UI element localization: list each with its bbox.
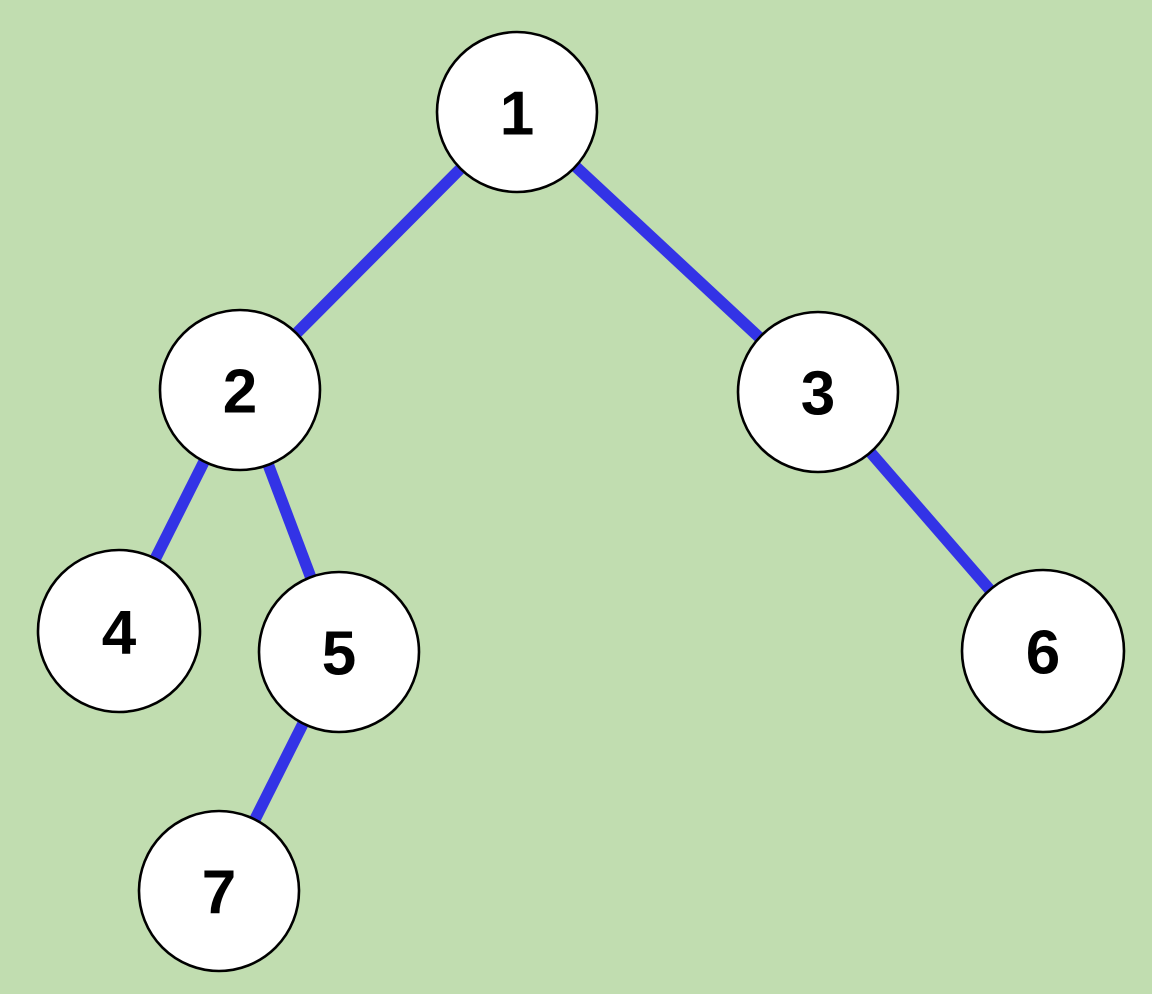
node-circle-5[interactable] (257, 570, 421, 734)
node-circle-1[interactable] (435, 30, 599, 194)
node-label-7: 7 (202, 859, 236, 928)
node-label-1: 1 (500, 80, 534, 149)
node-label-4: 4 (102, 599, 137, 668)
node-circle-6[interactable] (960, 568, 1126, 734)
tree-node-2[interactable]: 2 (158, 308, 322, 472)
tree-node-5[interactable]: 5 (257, 570, 421, 734)
node-layer: 1 2 3 4 5 6 7 (36, 30, 1126, 973)
tree-node-1[interactable]: 1 (435, 30, 599, 194)
node-circle-2[interactable] (158, 308, 322, 472)
node-circle-3[interactable] (736, 310, 900, 474)
tree-node-6[interactable]: 6 (960, 568, 1126, 734)
node-label-3: 3 (801, 360, 835, 429)
node-circle-7[interactable] (137, 809, 301, 973)
tree-node-4[interactable]: 4 (36, 548, 202, 714)
node-label-6: 6 (1026, 619, 1060, 688)
edge-layer (113, 107, 1048, 894)
node-label-2: 2 (223, 358, 257, 427)
tree-node-7[interactable]: 7 (137, 809, 301, 973)
node-circle-4[interactable] (36, 548, 202, 714)
node-label-5: 5 (322, 620, 356, 689)
tree-node-3[interactable]: 3 (736, 310, 900, 474)
